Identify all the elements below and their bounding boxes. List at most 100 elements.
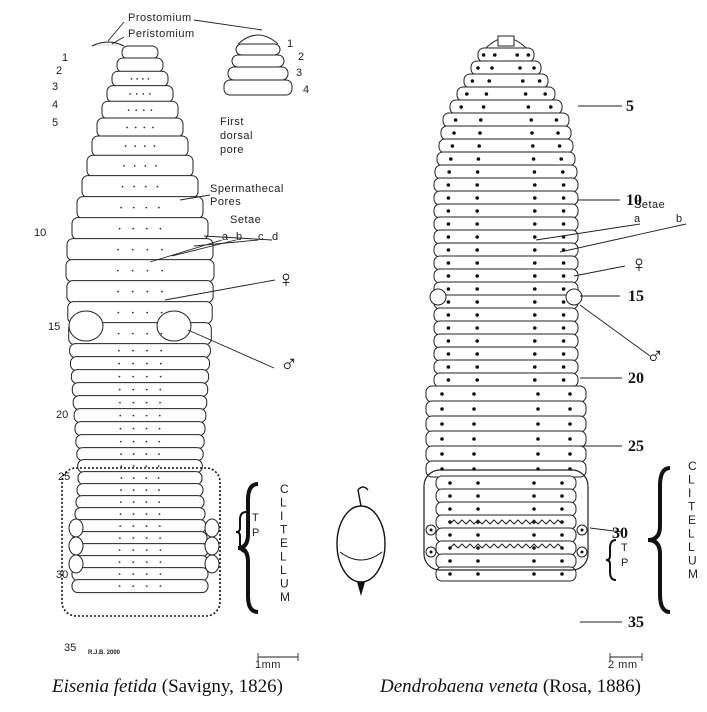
seta-dot: [159, 389, 161, 391]
body-segment: [72, 218, 208, 240]
seta-dot-right: [556, 131, 560, 135]
seta-dot-right: [447, 365, 451, 369]
seta-dot-right: [533, 209, 537, 213]
seta-dot-right: [560, 559, 564, 563]
seta-dot-right: [531, 144, 535, 148]
body-segment: [77, 448, 203, 461]
seta-dot-right: [533, 339, 537, 343]
seta-dot-right: [559, 157, 563, 161]
seta-dot: [159, 537, 161, 539]
seta-dot: [132, 549, 134, 551]
seta-dot: [145, 477, 147, 479]
segment-number-right: 30: [612, 525, 628, 542]
body-segment-right: [436, 554, 576, 568]
segment-number-left: 25: [58, 471, 70, 483]
seta-dot: [119, 415, 121, 417]
seta-dot-right: [536, 452, 540, 456]
seta-dot-right: [475, 326, 479, 330]
seta-dot: [146, 389, 148, 391]
seta-dot-right: [476, 572, 480, 576]
body-segment: [78, 460, 203, 473]
body-segment-right: [434, 373, 578, 387]
tubercle-center: [581, 529, 584, 532]
seta-dot: [133, 525, 135, 527]
seta-dot: [119, 573, 121, 575]
segment-number-left: 30: [56, 569, 68, 581]
body-segment: [122, 46, 158, 59]
seta-dot-right: [560, 572, 564, 576]
male-pore-right: [157, 311, 191, 341]
seta-dot-right: [476, 507, 480, 511]
seta-dot-right: [472, 452, 476, 456]
seta-dot: [133, 453, 135, 455]
seta-dot: [146, 350, 148, 352]
seta-dot: [133, 501, 135, 503]
seta-dot-right: [558, 144, 562, 148]
seta-dot: [146, 585, 148, 587]
seta-dot: [118, 350, 120, 352]
body-segment-right: [434, 191, 578, 205]
seta-dot-right: [530, 131, 534, 135]
body-segment-right: [434, 269, 578, 283]
tubercle-center: [430, 551, 433, 554]
seta-dot-right: [560, 533, 564, 537]
seta-dot-right: [476, 481, 480, 485]
seta-dot: [160, 350, 162, 352]
seta-dot-right: [451, 144, 455, 148]
seta-dot-right: [472, 422, 476, 426]
seta-dot: [120, 501, 122, 503]
seta-dot-right: [533, 261, 537, 265]
seta-dot: [133, 465, 135, 467]
seta-dot-right: [475, 261, 479, 265]
seta-dot-right: [562, 183, 566, 187]
seta-dot-right: [475, 235, 479, 239]
seta-dot-right: [448, 481, 452, 485]
label-first-dorsal-pore-1: First: [220, 116, 244, 128]
seta-dot-right: [447, 300, 451, 304]
seta-dot: [134, 165, 136, 167]
seta-dot-right: [472, 437, 476, 441]
body-segment: [66, 260, 214, 282]
seta-dot-right: [447, 313, 451, 317]
seta-dot: [143, 127, 145, 129]
seta-dot: [158, 453, 160, 455]
seta-dot: [132, 561, 134, 563]
seta-dot: [133, 415, 135, 417]
setae-letter-a-right: a: [634, 213, 641, 225]
seta-dot: [132, 363, 134, 365]
body-segment: [102, 101, 178, 119]
seta-dot: [118, 363, 120, 365]
segment-number-left: 4: [52, 99, 58, 111]
clitellum-letter-right: U: [688, 554, 697, 568]
seta-dot-right: [536, 422, 540, 426]
male-pore-left: [69, 311, 103, 341]
body-segment: [77, 197, 203, 219]
clitellum-label-right: CLITELLUM: [688, 459, 698, 581]
tp-letter-p-right: P: [621, 557, 629, 569]
inset-number: 2: [298, 51, 304, 63]
seta-dot: [161, 312, 163, 314]
body-segment-right: [471, 61, 541, 75]
seta-dot: [146, 573, 148, 575]
seta-dot: [158, 207, 160, 209]
body-segment: [73, 396, 207, 410]
segment-number-right: 35: [628, 614, 644, 631]
body-segment: [117, 58, 163, 72]
seta-dot-right: [448, 559, 452, 563]
seta-dot-right: [536, 407, 540, 411]
cocoon-drawing: [337, 487, 385, 596]
seta-dot-right: [521, 79, 525, 83]
clitellum-letter-left: L: [280, 563, 287, 577]
seta-dot: [159, 415, 161, 417]
setae-letter-d: d: [272, 231, 279, 243]
setae-letter-b-right: b: [676, 213, 683, 225]
seta-dot-right: [515, 53, 519, 57]
seta-dot: [161, 291, 163, 293]
caption-left: Eisenia fetida (Savigny, 1826): [52, 676, 283, 698]
label-prostomium: Prostomium: [128, 12, 192, 24]
seta-dot: [119, 537, 121, 539]
segment-number-left: 1: [62, 52, 68, 64]
seta-dot: [120, 489, 122, 491]
inset-segment: [232, 55, 284, 67]
